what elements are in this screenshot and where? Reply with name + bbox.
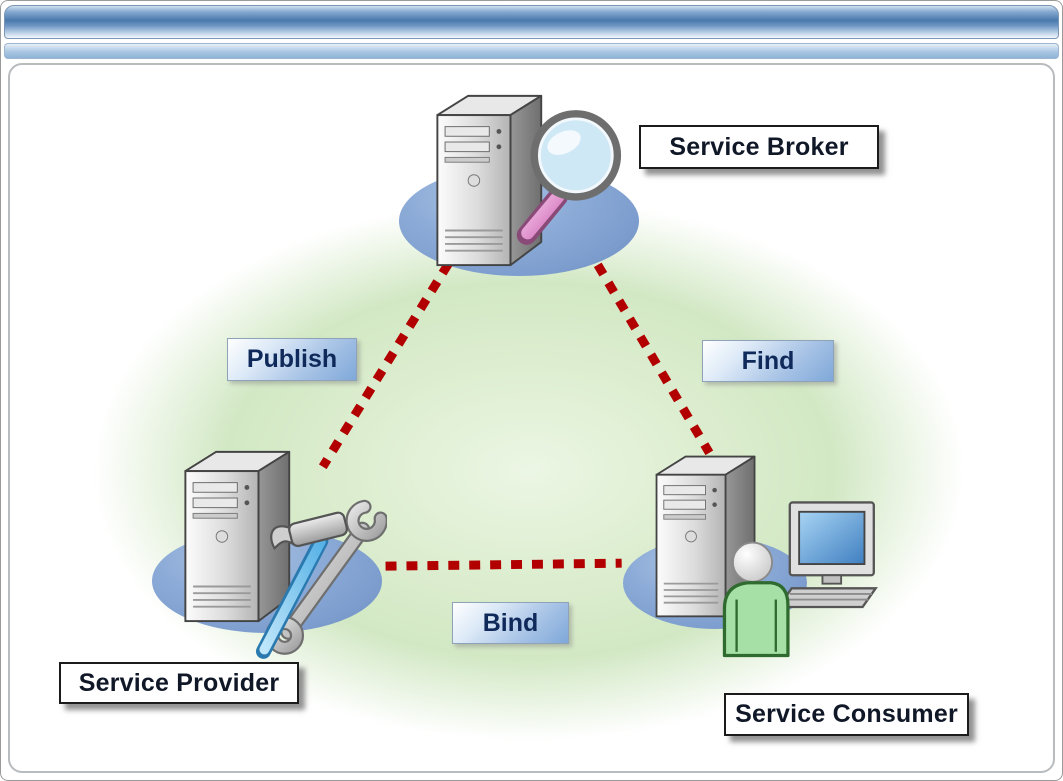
- hammer-wrench-icon: [237, 465, 387, 670]
- consumer-label: Service Consumer: [724, 693, 969, 736]
- publish-label: Publish: [227, 338, 357, 381]
- find-edge: [593, 262, 714, 456]
- person-computer-icon: [717, 493, 885, 665]
- connection-lines: [318, 261, 714, 571]
- find-label: Find: [702, 340, 834, 382]
- broker-label: Service Broker: [639, 125, 879, 169]
- magnifier-icon: [507, 100, 625, 250]
- provider-label: Service Provider: [59, 662, 299, 704]
- publish-edge: [318, 261, 453, 470]
- bind-edge: [385, 558, 622, 571]
- header-bar: [4, 5, 1059, 39]
- header-subbar: [4, 43, 1059, 59]
- diagram-area: Service Broker Service Provider Service …: [8, 63, 1055, 773]
- bind-label: Bind: [452, 602, 569, 644]
